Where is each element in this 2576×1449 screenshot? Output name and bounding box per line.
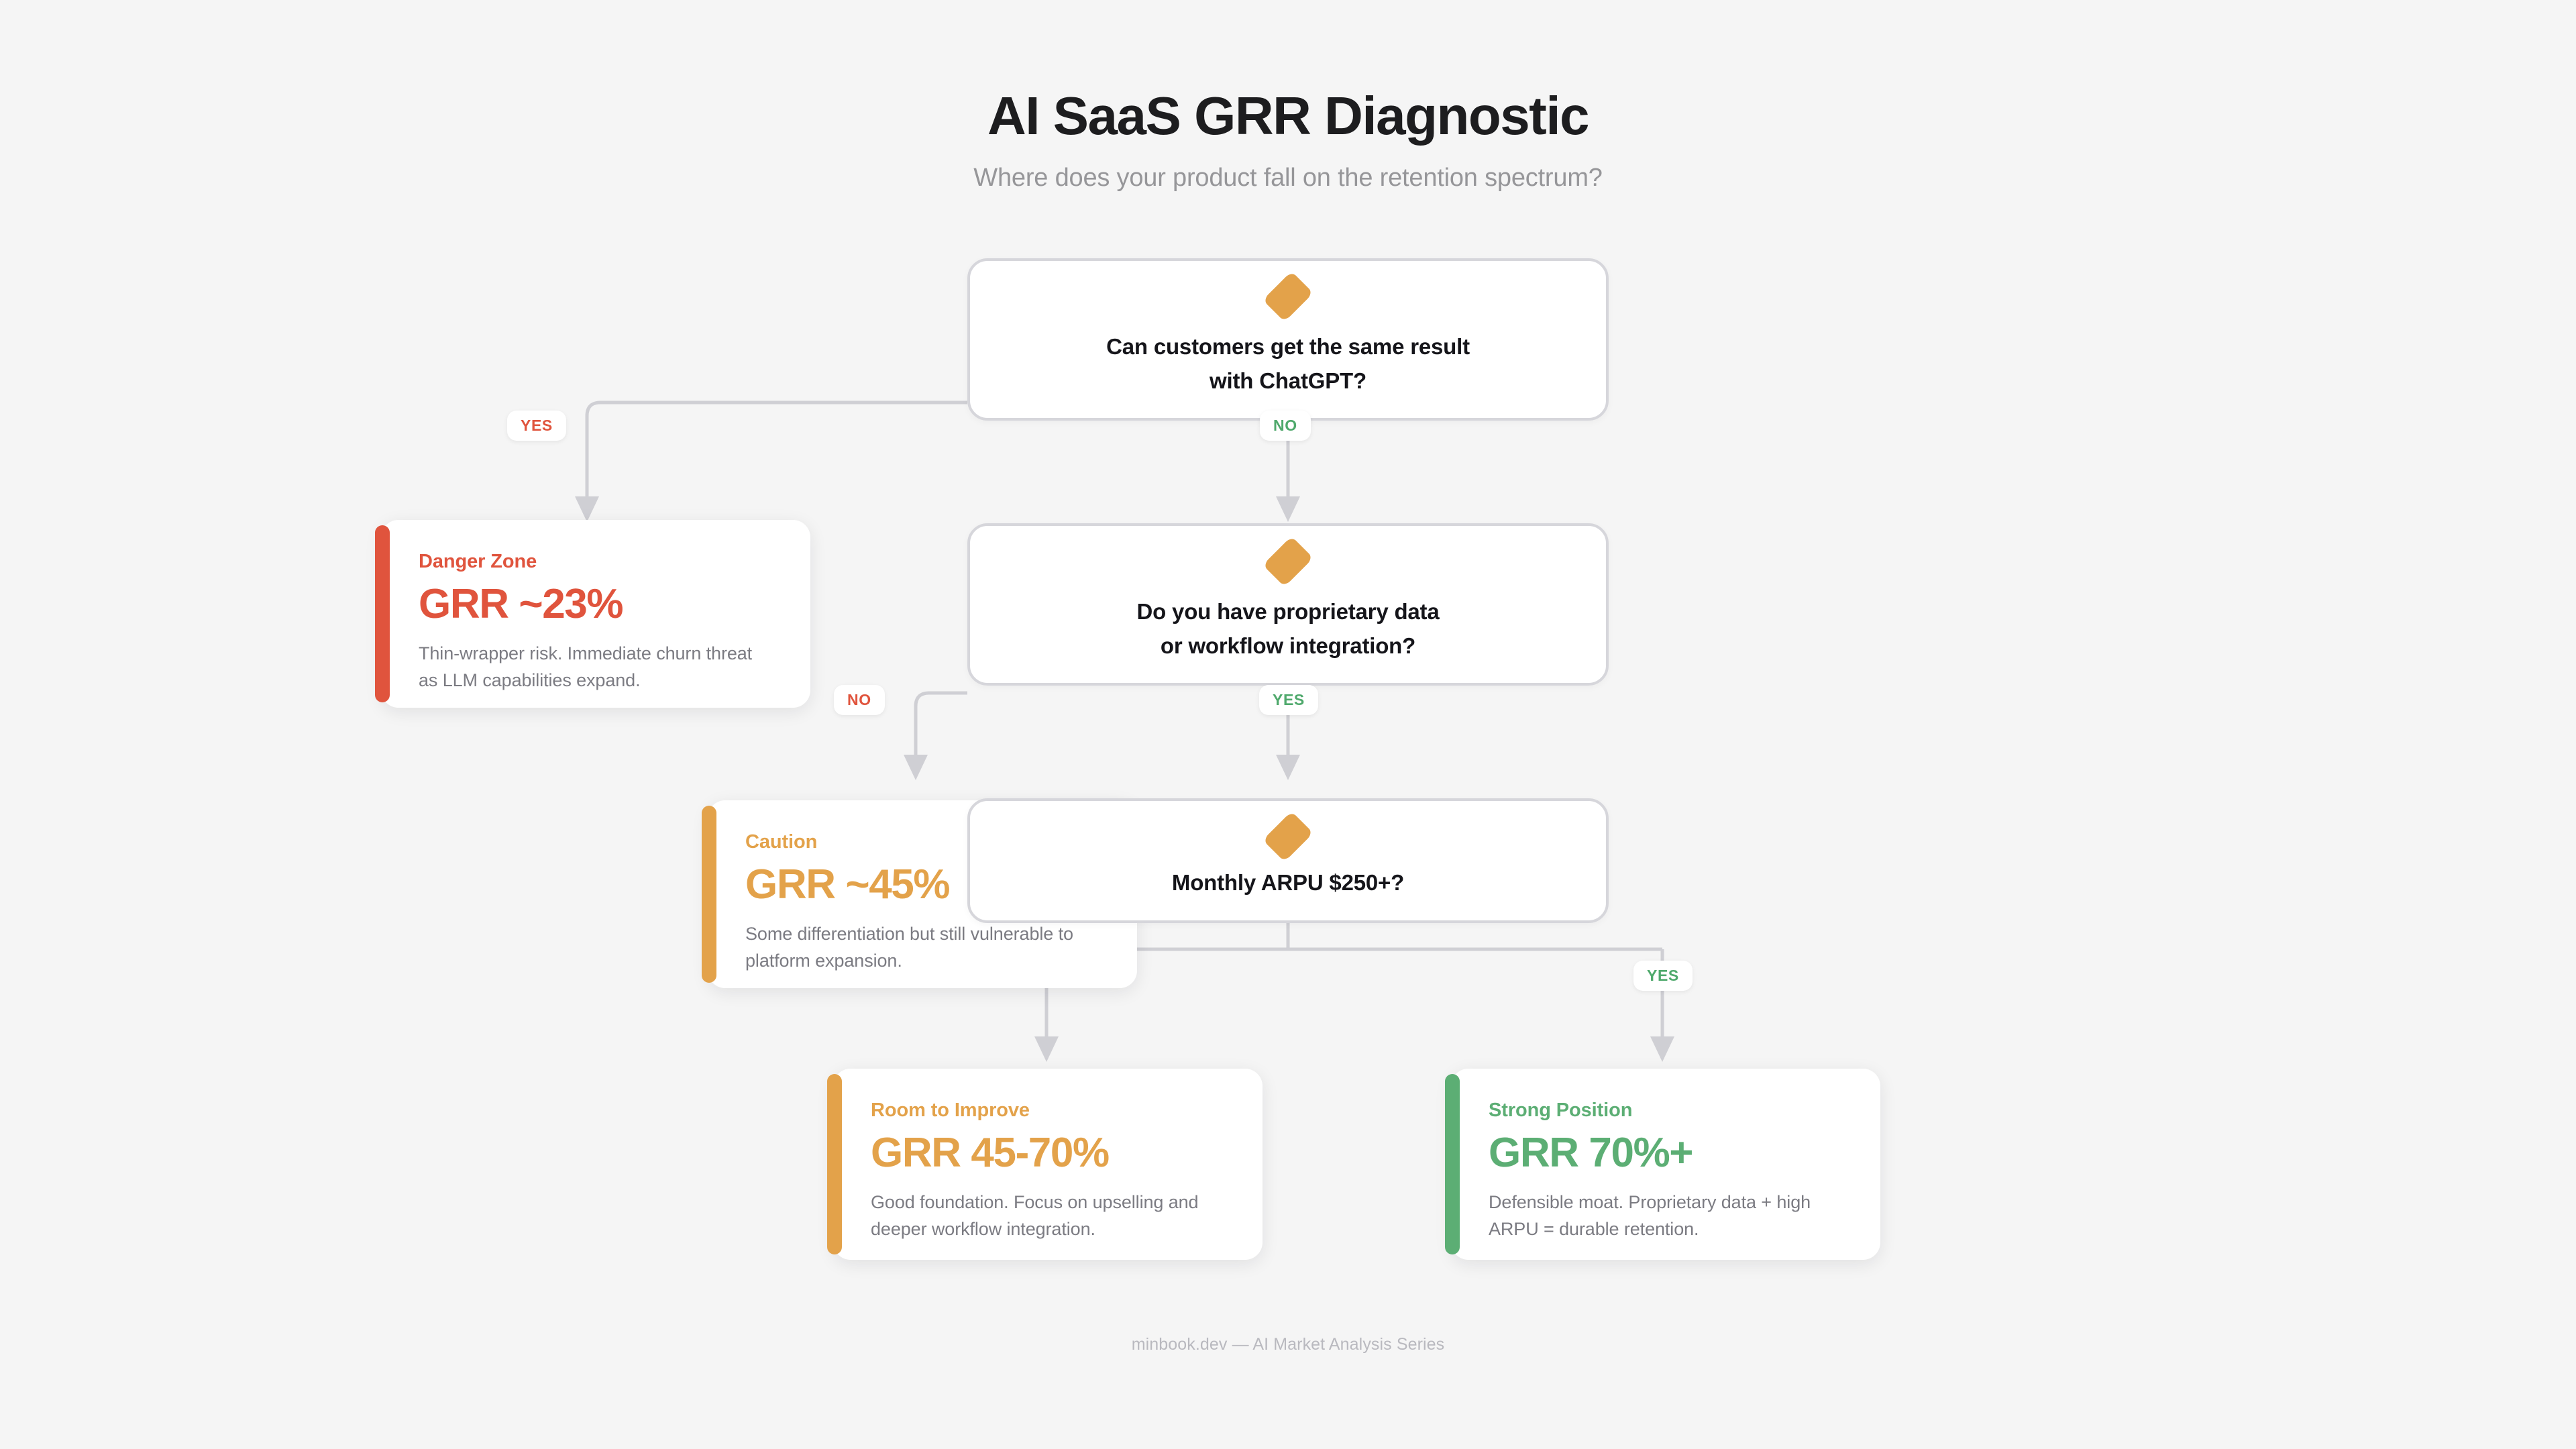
edge-label-q1-yes: YES	[507, 411, 566, 441]
diagram-header: AI SaaS GRR Diagnostic Where does your p…	[0, 87, 2576, 193]
outcome-card-danger-zone[interactable]: Danger Zone GRR ~23% Thin-wrapper risk. …	[375, 520, 810, 708]
page-subtitle: Where does your product fall on the rete…	[973, 164, 1603, 193]
edge-q1-yes-arrowhead	[575, 496, 599, 522]
diamond-icon	[1263, 811, 1313, 863]
node-text-q2: Do you have proprietary data or workflow…	[1110, 594, 1466, 663]
edge-q1-no-arrowhead	[1276, 496, 1300, 522]
card-accent-bar-improve	[827, 1074, 842, 1254]
edge-label-q3-yes: YES	[1633, 961, 1693, 991]
card-accent-bar-strong	[1445, 1074, 1460, 1254]
card-label-strong: Strong Position	[1489, 1099, 1633, 1121]
node-text-q1-line1: Can customers get the same result	[1106, 333, 1470, 359]
edge-q3-right-arrowhead	[1650, 1036, 1674, 1062]
card-label-improve: Room to Improve	[871, 1099, 1030, 1121]
footer-attribution: minbook.dev — AI Market Analysis Series	[1131, 1335, 1445, 1354]
outcome-card-room-to-improve[interactable]: Room to Improve GRR 45-70% Good foundati…	[827, 1069, 1263, 1260]
edge-q3-left-arrowhead	[1034, 1036, 1059, 1062]
card-label-caution: Caution	[745, 831, 818, 853]
decision-node-proprietary-data[interactable]: Do you have proprietary data or workflow…	[967, 523, 1609, 686]
card-label-danger: Danger Zone	[419, 551, 537, 572]
diamond-icon	[1263, 271, 1313, 322]
node-text-q2-line1: Do you have proprietary data	[1136, 598, 1440, 624]
page-title: AI SaaS GRR Diagnostic	[987, 86, 1590, 146]
card-desc-improve: Good foundation. Focus on upselling and …	[871, 1192, 1199, 1239]
outcome-card-strong-position[interactable]: Strong Position GRR 70%+ Defensible moat…	[1445, 1069, 1880, 1260]
edge-label-q1-no: NO	[1260, 411, 1311, 441]
edge-q1-yes	[585, 400, 967, 496]
node-text-q1: Can customers get the same result with C…	[1079, 329, 1497, 398]
edge-q2-no-arrowhead	[904, 755, 928, 780]
edge-label-q2-no: NO	[834, 685, 885, 715]
decision-node-chatgpt-substitutable[interactable]: Can customers get the same result with C…	[967, 258, 1609, 421]
decision-node-monthly-arpu[interactable]: Monthly ARPU $250+?	[967, 798, 1609, 923]
card-desc-strong: Defensible moat. Proprietary data + high…	[1489, 1192, 1811, 1239]
card-desc-danger: Thin-wrapper risk. Immediate churn threa…	[419, 643, 753, 690]
card-value-improve: GRR 45-70%	[871, 1130, 1110, 1176]
node-text-q2-line2: or workflow integration?	[1160, 633, 1416, 658]
node-text-q3: Monthly ARPU $250+?	[1145, 865, 1431, 900]
card-desc-caution: Some differentiation but still vulnerabl…	[745, 924, 1073, 971]
edge-q2-no	[914, 691, 967, 755]
card-value-caution: GRR ~45%	[745, 861, 951, 908]
card-accent-bar-caution	[702, 806, 716, 983]
edge-q2-yes-arrowhead	[1276, 755, 1300, 780]
node-text-q1-line2: with ChatGPT?	[1210, 368, 1366, 393]
edge-label-q2-yes: YES	[1259, 685, 1318, 715]
card-value-strong: GRR 70%+	[1489, 1130, 1694, 1176]
card-value-danger: GRR ~23%	[419, 581, 624, 627]
card-accent-bar-danger	[375, 525, 390, 702]
node-text-q3-line1: Monthly ARPU $250+?	[1171, 870, 1405, 896]
diamond-icon	[1263, 536, 1313, 587]
